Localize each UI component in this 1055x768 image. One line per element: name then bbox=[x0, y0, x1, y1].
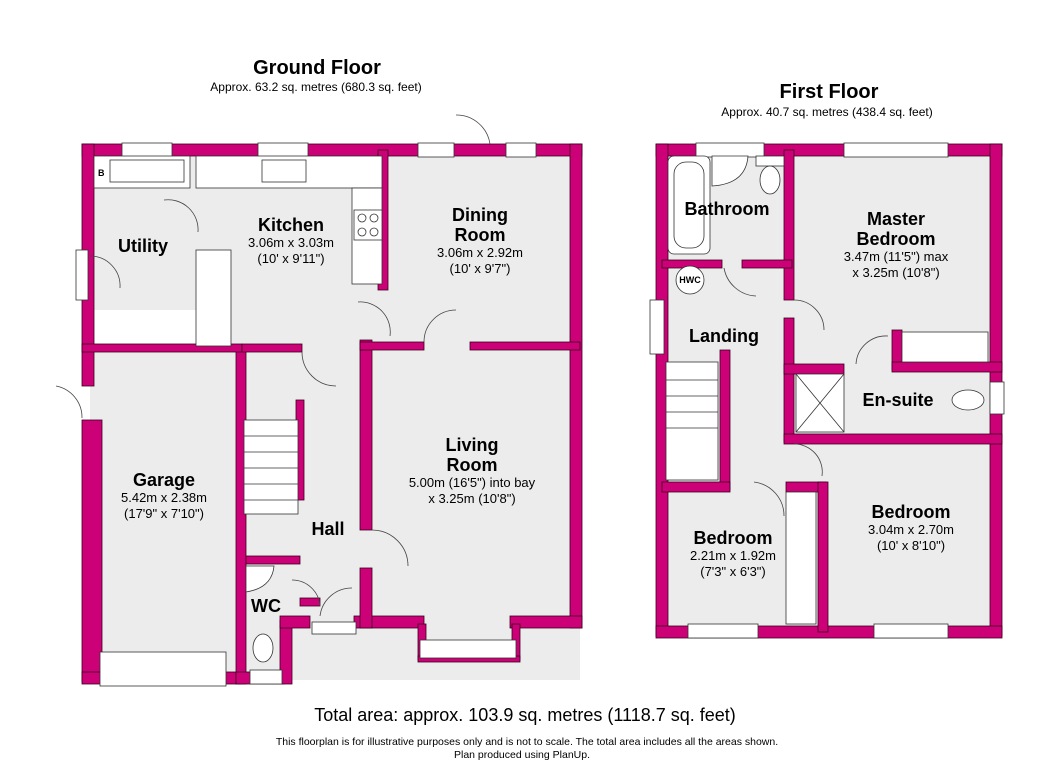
door-arc bbox=[793, 299, 825, 331]
bedroom3-dim-metric: 3.04m x 2.70m bbox=[868, 522, 954, 537]
boiler-label: B bbox=[98, 168, 105, 178]
window bbox=[695, 142, 765, 158]
disclaimer-line2: Plan produced using PlanUp. bbox=[454, 749, 590, 761]
bedroom2-dim-metric: 2.21m x 1.92m bbox=[690, 548, 776, 563]
bedroom2-name: Bedroom bbox=[693, 528, 772, 548]
door-arc bbox=[357, 301, 391, 337]
first-stairs bbox=[665, 361, 719, 481]
door-arc bbox=[291, 579, 321, 607]
ensuite-toilet bbox=[951, 389, 985, 411]
window bbox=[687, 623, 759, 639]
ground-floor-area: Approx. 63.2 sq. metres (680.3 sq. feet) bbox=[210, 80, 421, 94]
bay-window bbox=[419, 639, 517, 659]
bathroom-toilet bbox=[759, 165, 781, 195]
ground-west-wall-upper bbox=[81, 143, 95, 347]
first-floor-plan bbox=[649, 142, 1005, 639]
garage-dim-imperial: (17'9" x 7'10") bbox=[124, 506, 204, 521]
ground-floor-plan bbox=[55, 114, 583, 687]
wardrobe bbox=[901, 331, 989, 363]
window bbox=[75, 249, 89, 301]
hall-name: Hall bbox=[311, 519, 344, 539]
bedroom2-dim-imperial: (7'3" x 6'3") bbox=[700, 564, 766, 579]
master-dim-metric: 3.47m (11'5") max bbox=[844, 249, 949, 264]
door-arc bbox=[753, 481, 785, 517]
door-arc bbox=[423, 309, 457, 343]
living-name-line1: Living bbox=[446, 435, 499, 455]
window bbox=[121, 142, 173, 158]
kitchen-sink bbox=[261, 159, 307, 183]
window bbox=[505, 142, 537, 158]
disclaimer-line1: This floorplan is for illustrative purpo… bbox=[276, 736, 778, 748]
garage-east-wall bbox=[235, 349, 247, 685]
total-area: Total area: approx. 103.9 sq. metres (11… bbox=[314, 705, 736, 725]
door-arc bbox=[723, 267, 757, 297]
bedroom-wall bbox=[817, 481, 829, 633]
utility-sink bbox=[109, 159, 185, 183]
hwc-label: HWC bbox=[679, 275, 701, 285]
master-name-line1: Master bbox=[867, 209, 925, 229]
living-name-line2: Room bbox=[447, 455, 498, 475]
bathroom-basin bbox=[711, 155, 749, 187]
ground-floor-title: Ground Floor bbox=[253, 57, 381, 79]
window bbox=[417, 142, 455, 158]
door-arc bbox=[301, 351, 337, 387]
window bbox=[249, 669, 283, 685]
ground-stairs bbox=[243, 419, 299, 515]
landing-name: Landing bbox=[689, 326, 759, 346]
window bbox=[843, 142, 949, 158]
door-arc bbox=[89, 255, 121, 289]
living-dim-imperial: x 3.25m (10'8") bbox=[428, 491, 515, 506]
garage-west-wall bbox=[81, 419, 103, 683]
wc-toilet bbox=[252, 633, 274, 663]
window bbox=[873, 623, 949, 639]
door-arc bbox=[793, 443, 823, 477]
kitchen-name: Kitchen bbox=[258, 215, 324, 235]
bedroom3-dim-imperial: (10' x 8'10") bbox=[877, 538, 945, 553]
wc-basin bbox=[245, 565, 275, 593]
hwc-cylinder bbox=[675, 265, 705, 295]
door-arc bbox=[163, 199, 199, 233]
living-dim-metric: 5.00m (16'5") into bay bbox=[409, 475, 536, 490]
window bbox=[649, 299, 665, 355]
door-arc bbox=[455, 114, 491, 145]
door-arc bbox=[319, 587, 353, 617]
hob bbox=[353, 209, 383, 241]
window bbox=[257, 142, 309, 158]
garage-dim-metric: 5.42m x 2.38m bbox=[121, 490, 207, 505]
bedroom3-name: Bedroom bbox=[871, 502, 950, 522]
garage-door bbox=[99, 651, 227, 687]
dining-dim-imperial: (10' x 9'7") bbox=[450, 261, 511, 276]
master-name-line2: Bedroom bbox=[856, 229, 935, 249]
door-arc bbox=[55, 385, 83, 419]
garage-name: Garage bbox=[133, 470, 195, 490]
ensuite-name: En-suite bbox=[862, 390, 933, 410]
bathroom-name: Bathroom bbox=[685, 199, 770, 219]
master-dim-imperial: x 3.25m (10'8") bbox=[852, 265, 939, 280]
door-arc bbox=[855, 335, 889, 365]
ensuite-bedroom-wall bbox=[783, 433, 1003, 445]
window bbox=[989, 381, 1005, 415]
bathroom-master-wall bbox=[783, 149, 795, 301]
first-floor-area: Approx. 40.7 sq. metres (438.4 sq. feet) bbox=[721, 105, 932, 119]
wc-name: WC bbox=[251, 596, 281, 616]
dining-name-line2: Room bbox=[455, 225, 506, 245]
utility-name: Utility bbox=[118, 236, 168, 256]
first-floor-title: First Floor bbox=[780, 81, 879, 103]
dining-name-line1: Dining bbox=[452, 205, 508, 225]
hall-living-wall bbox=[359, 339, 373, 531]
ground-east-wall bbox=[569, 143, 583, 629]
door-arc bbox=[371, 529, 409, 567]
window bbox=[311, 621, 357, 635]
kitchen-dim-metric: 3.06m x 3.03m bbox=[248, 235, 334, 250]
kitchen-dim-imperial: (10' x 9'11") bbox=[257, 251, 324, 266]
dining-dim-metric: 3.06m x 2.92m bbox=[437, 245, 523, 260]
